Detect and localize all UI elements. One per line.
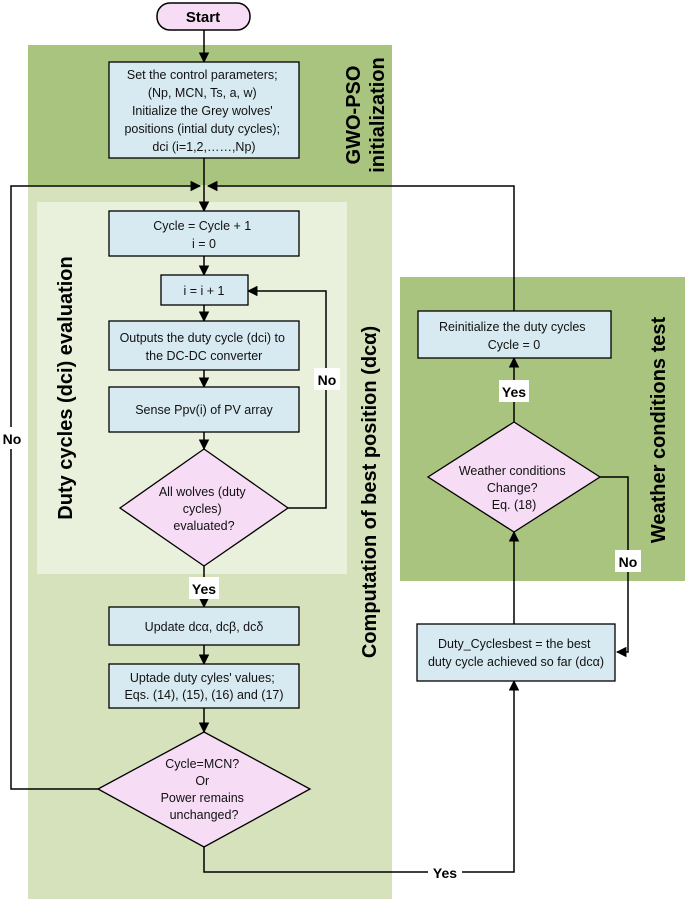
- svg-text:Reinitialize the duty cycles: Reinitialize the duty cycles Cycle = 0: [439, 320, 589, 352]
- box-i-increment-line-1: i = i + 1: [184, 284, 225, 298]
- label-no-inner-loop: No: [318, 372, 337, 388]
- label-yes-weather: Yes: [502, 384, 526, 400]
- decision-all-wolves-line-3: evaluated?: [173, 519, 234, 533]
- label-yes-wolves: Yes: [192, 581, 216, 597]
- svg-text:Weather conditions Change?: Weather conditions Change? Eq. (18): [459, 464, 569, 512]
- box-update-values-line-1: Uptade duty cyles' values;: [130, 671, 275, 685]
- box-set-params-line-3: Initialize the Grey wolves': [132, 104, 273, 118]
- decision-weather-line-1: Weather conditions: [459, 464, 566, 478]
- box-cycle-increment-line-1: Cycle = Cycle + 1: [153, 219, 251, 233]
- box-update-values: [108, 663, 300, 709]
- box-cycle-increment-line-2: i = 0: [192, 237, 216, 251]
- svg-text:Outputs the duty cycle (dci) t: Outputs the duty cycle (dci) to the DC-D…: [120, 331, 289, 363]
- box-set-params: [108, 61, 300, 159]
- box-sense-line-1: Sense Ppv(i) of PV array: [135, 403, 273, 417]
- region-title-init-1: GWO-PSO: [343, 66, 365, 165]
- svg-text:Duty_Cyclesbest = the best: Duty_Cyclesbest = the best duty cycle ac…: [428, 637, 604, 669]
- decision-cycle-mcn-line-4: unchanged?: [170, 808, 239, 822]
- label-no-weather: No: [619, 554, 638, 570]
- box-set-params-line-2: (Np, MCN, Ts, a, w): [148, 86, 257, 100]
- svg-text:Set the control parameters;: Set the control parameters; (Np, MCN, Ts…: [124, 68, 283, 154]
- box-set-params-line-4: positions (intial duty cycles);: [124, 122, 280, 136]
- box-i-increment: [160, 274, 249, 306]
- box-outputs-line-2: the DC-DC converter: [146, 349, 263, 363]
- box-outputs: [108, 320, 300, 371]
- box-reinitialize-line-2: Cycle = 0: [488, 338, 541, 352]
- svg-text:Uptade duty cyles' values;: Uptade duty cyles' values; Eqs. (14), (1…: [124, 671, 283, 702]
- decision-all-wolves: [118, 448, 290, 567]
- decision-all-wolves-line-2: cycles): [183, 502, 222, 516]
- region-title-duty: Duty cycles (dci) evaluation: [55, 256, 77, 519]
- box-update-dc-line-1: Update dcα, dcβ, dcδ: [145, 620, 264, 634]
- decision-cycle-mcn-line-1: Cycle=MCN?: [165, 757, 239, 771]
- decision-cycle-mcn-line-3: Power remains: [161, 791, 244, 805]
- svg-text:Cycle=MCN? Or Power re: Cycle=MCN? Or Power remains unchanged?: [161, 757, 248, 822]
- box-update-dc: [108, 606, 300, 646]
- decision-all-wolves-line-1: All wolves (duty: [159, 485, 247, 499]
- decision-cycle-mcn: [96, 731, 312, 848]
- start-label: Start: [186, 9, 220, 26]
- decision-weather: [426, 421, 602, 533]
- svg-text:All wolves (duty cycles): All wolves (duty cycles) evaluated?: [159, 485, 249, 533]
- box-reinitialize-line-1: Reinitialize the duty cycles: [439, 320, 586, 334]
- box-reinitialize: [417, 310, 612, 359]
- decision-weather-line-2: Change?: [487, 481, 538, 495]
- decision-weather-line-3: Eq. (18): [492, 498, 536, 512]
- box-duty-cycles-best: [416, 623, 616, 682]
- region-title-init-2: initialization: [367, 57, 389, 173]
- box-update-values-line-2: Eqs. (14), (15), (16) and (17): [124, 688, 283, 702]
- label-yes-bottom: Yes: [433, 865, 457, 881]
- box-set-params-line-5: dci (i=1,2,……,Np): [152, 140, 255, 154]
- svg-text:Cycle = Cycle + 1 i = 0: Cycle = Cycle + 1 i = 0: [153, 219, 254, 251]
- box-duty-cycles-best-line-1: Duty_Cyclesbest = the best: [438, 637, 591, 651]
- decision-cycle-mcn-line-2: Or: [195, 774, 209, 788]
- start-terminal: [156, 2, 251, 31]
- box-duty-cycles-best-line-2: duty cycle achieved so far (dcα): [428, 655, 604, 669]
- region-title-best: Computation of best position (dcα): [359, 326, 381, 658]
- label-no-outer-loop: No: [3, 431, 22, 447]
- box-set-params-line-1: Set the control parameters;: [127, 68, 278, 82]
- box-cycle-increment: [108, 210, 300, 257]
- box-sense: [108, 386, 300, 433]
- region-title-weather: Weather conditions test: [648, 316, 670, 543]
- box-outputs-line-1: Outputs the duty cycle (dci) to: [120, 331, 285, 345]
